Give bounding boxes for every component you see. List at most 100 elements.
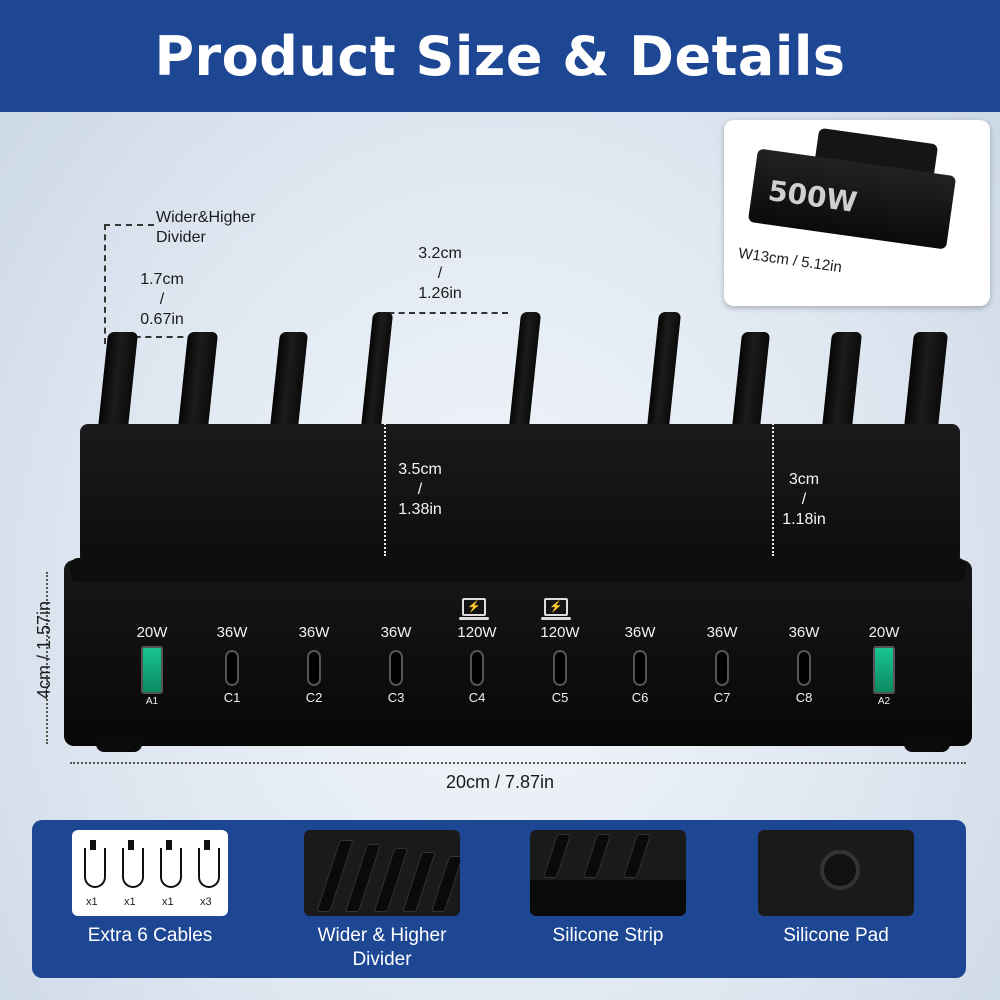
divider-height-cm: 3.5cm <box>398 461 442 478</box>
divider-blade <box>622 834 652 878</box>
divider-label: Wider&Higher Divider <box>156 208 256 248</box>
slot-gap-cm: 3.2cm <box>418 245 462 262</box>
port-name: C4 <box>468 690 486 705</box>
usb-c-port-c8: 36W C8 <box>764 624 844 705</box>
station-base <box>64 560 972 746</box>
usb-c-port-c5: 120W C5 <box>520 624 600 705</box>
cable-icon <box>160 848 182 888</box>
divider-width-sep: / <box>159 291 165 308</box>
inset-width-view: 500W W13cm / 5.12in <box>724 120 990 306</box>
cables-thumbnail: x1 x1 x1 x3 <box>72 830 228 916</box>
feature-caption-line2: Divider <box>352 949 412 970</box>
port-watt: 36W <box>216 624 248 641</box>
slot-gap-line <box>378 312 508 314</box>
station-tray <box>80 424 960 564</box>
rear-height-cm: 3cm <box>788 471 820 488</box>
divider-width-line <box>124 336 194 338</box>
cable-icon <box>198 848 220 888</box>
rear-height-in: 1.18in <box>782 511 826 528</box>
usb-c-port-c6: 36W C6 <box>600 624 680 705</box>
port-watt: 36W <box>380 624 412 641</box>
usb-c-port-c4: 120W C4 <box>437 624 517 705</box>
rear-height-sep: / <box>801 491 807 508</box>
feature-caption: Extra 6 Cables <box>87 925 213 946</box>
feature-silicone-strip: Silicone Strip <box>508 830 708 948</box>
station-base-top <box>70 558 966 582</box>
usb-a-socket <box>873 646 895 694</box>
laptop-icon: ⚡ <box>541 598 571 620</box>
station-foot-left <box>96 734 142 752</box>
usb-c-port-c2: 36W C2 <box>274 624 354 705</box>
usb-a-port-a1: 20W A1 <box>112 624 192 707</box>
product-stage: 500W W13cm / 5.12in Wider&Higher Divider… <box>0 112 1000 812</box>
port-watt: 20W <box>868 624 900 641</box>
divider-width-dimension: 1.7cm / 0.67in <box>122 270 202 330</box>
port-watt: 36W <box>624 624 656 641</box>
silicone-strip <box>530 880 686 916</box>
port-name: A2 <box>877 696 891 707</box>
divider-width-in: 0.67in <box>140 311 184 328</box>
port-name: C2 <box>305 690 323 705</box>
feature-divider: Wider & Higher Divider <box>282 830 482 972</box>
page-title: Product Size & Details <box>154 24 846 88</box>
port-name: C3 <box>387 690 405 705</box>
divider-height-line <box>384 408 386 556</box>
port-watt: 36W <box>298 624 330 641</box>
port-watt: 36W <box>788 624 820 641</box>
feature-caption: Wider & Higher Divider <box>282 924 482 972</box>
usb-c-port-c7: 36W C7 <box>682 624 762 705</box>
divider-blade <box>373 848 409 912</box>
port-watt: 36W <box>706 624 738 641</box>
port-watt: 120W <box>457 624 497 641</box>
feature-panel: x1 x1 x1 x3 Extra 6 Cables Wider & Highe… <box>32 820 966 978</box>
usb-a-port-a2: 20W A2 <box>844 624 924 707</box>
divider-label-line1: Wider&Higher <box>156 209 256 226</box>
silicone-pad-icon <box>820 850 860 890</box>
silicone-pad-thumbnail <box>758 830 914 916</box>
divider-blade <box>582 834 612 878</box>
slot-gap-dimension: 3.2cm / 1.26in <box>400 244 480 304</box>
usb-c-socket <box>633 650 647 686</box>
usb-c-socket <box>470 650 484 686</box>
divider-thumbnail <box>304 830 460 916</box>
feature-caption: Silicone Pad <box>783 925 889 946</box>
divider-label-leader-vertical <box>104 224 106 344</box>
divider-blade <box>402 852 436 912</box>
cable-count: x1 <box>86 896 98 908</box>
divider-width-cm: 1.7cm <box>140 271 184 288</box>
divider-blade <box>430 856 460 912</box>
usb-c-socket <box>307 650 321 686</box>
port-name: C7 <box>713 690 731 705</box>
cable-icon <box>122 848 144 888</box>
base-height-line <box>46 572 48 744</box>
divider-blade <box>542 834 572 878</box>
cable-count: x3 <box>200 896 212 908</box>
rear-height-line <box>772 420 774 556</box>
usb-c-port-c1: 36W C1 <box>192 624 272 705</box>
cable-plug-icon <box>128 840 134 850</box>
port-watt: 120W <box>540 624 580 641</box>
usb-c-socket <box>225 650 239 686</box>
cable-plug-icon <box>166 840 172 850</box>
slot-gap-sep: / <box>437 265 443 282</box>
port-name: C8 <box>795 690 813 705</box>
feature-cables: x1 x1 x1 x3 Extra 6 Cables <box>50 830 250 948</box>
cable-icon <box>84 848 106 888</box>
usb-c-socket <box>715 650 729 686</box>
usb-c-socket <box>797 650 811 686</box>
port-name: A1 <box>145 696 159 707</box>
feature-caption: Silicone Strip <box>552 925 664 946</box>
divider-height-sep: / <box>417 481 423 498</box>
usb-c-socket <box>389 650 403 686</box>
divider-height-dimension: 3.5cm / 1.38in <box>388 460 452 520</box>
usb-a-socket <box>141 646 163 694</box>
title-banner: Product Size & Details <box>0 0 1000 112</box>
base-height-dimension: 4cm / 1.57in <box>34 600 54 700</box>
rear-height-dimension: 3cm / 1.18in <box>776 470 832 530</box>
divider-height-in: 1.38in <box>398 501 442 518</box>
usb-c-socket <box>553 650 567 686</box>
feature-caption-line1: Wider & Higher <box>317 925 447 946</box>
laptop-icon: ⚡ <box>459 598 489 620</box>
port-name: C6 <box>631 690 649 705</box>
usb-c-port-c3: 36W C3 <box>356 624 436 705</box>
